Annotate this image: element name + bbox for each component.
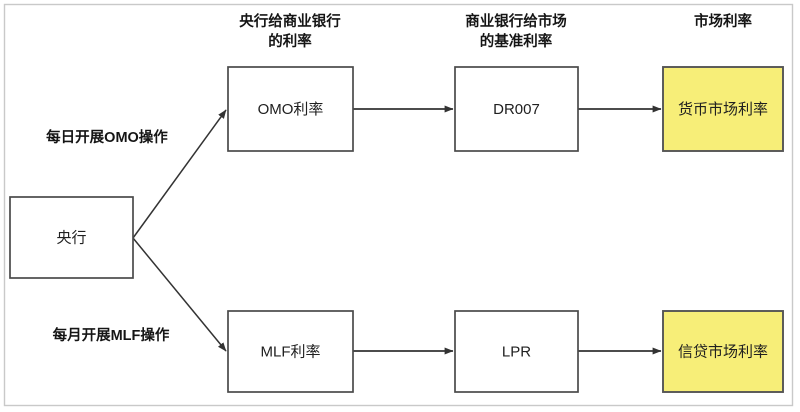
header-cb-to-bank-line-1: 的利率 bbox=[268, 32, 312, 50]
central-bank-to-omo-rate-arrow bbox=[132, 109, 227, 239]
node-central-bank-label: 央行 bbox=[56, 229, 86, 246]
node-money-market-rate[interactable]: 货币市场利率 bbox=[662, 66, 784, 152]
monthly-mlf-operation-label: 每月开展MLF操作 bbox=[53, 326, 170, 344]
header-market-rate-line-0: 市场利率 bbox=[694, 12, 752, 30]
node-dr007-label: DR007 bbox=[493, 101, 540, 118]
header-market-rate: 市场利率 bbox=[694, 12, 752, 30]
node-money-market-rate-box bbox=[662, 66, 784, 152]
node-lpr[interactable]: LPR bbox=[454, 310, 579, 393]
column-headers-layer: 央行给商业银行的利率 商业银行给市场的基准利率 市场利率 bbox=[239, 12, 752, 50]
node-lpr-label: LPR bbox=[502, 343, 531, 360]
node-omo-rate-label: OMO利率 bbox=[258, 101, 324, 118]
header-bank-to-market: 商业银行给市场的基准利率 bbox=[465, 12, 567, 50]
canvas-border bbox=[3, 3, 794, 407]
node-credit-market-rate-label: 信贷市场利率 bbox=[678, 343, 768, 360]
central-bank-to-mlf-rate-arrow bbox=[132, 237, 227, 352]
node-lpr-box bbox=[454, 310, 579, 393]
node-money-market-rate-label: 货币市场利率 bbox=[678, 101, 768, 118]
node-dr007[interactable]: DR007 bbox=[454, 66, 579, 152]
node-mlf-rate[interactable]: MLF利率 bbox=[227, 310, 354, 393]
node-credit-market-rate-box bbox=[662, 310, 784, 393]
header-bank-to-market-line-1: 的基准利率 bbox=[480, 32, 553, 50]
node-mlf-rate-label: MLF利率 bbox=[260, 343, 320, 360]
node-mlf-rate-box bbox=[227, 310, 354, 393]
header-cb-to-bank-line-0: 央行给商业银行 bbox=[239, 12, 341, 30]
node-omo-rate[interactable]: OMO利率 bbox=[227, 66, 354, 152]
header-cb-to-bank: 央行给商业银行的利率 bbox=[239, 12, 341, 50]
node-dr007-box bbox=[454, 66, 579, 152]
header-bank-to-market-line-0: 商业银行给市场 bbox=[465, 12, 567, 30]
node-omo-rate-box bbox=[227, 66, 354, 152]
daily-omo-operation-label: 每日开展OMO操作 bbox=[46, 128, 168, 146]
nodes-layer: 央行 OMO利率 DR007 货币市场利率 MLF利率 LPR 信贷市场利率 bbox=[9, 66, 784, 393]
node-central-bank[interactable]: 央行 bbox=[9, 196, 134, 279]
connectors-layer bbox=[132, 105, 662, 355]
node-credit-market-rate[interactable]: 信贷市场利率 bbox=[662, 310, 784, 393]
node-central-bank-box bbox=[9, 196, 134, 279]
